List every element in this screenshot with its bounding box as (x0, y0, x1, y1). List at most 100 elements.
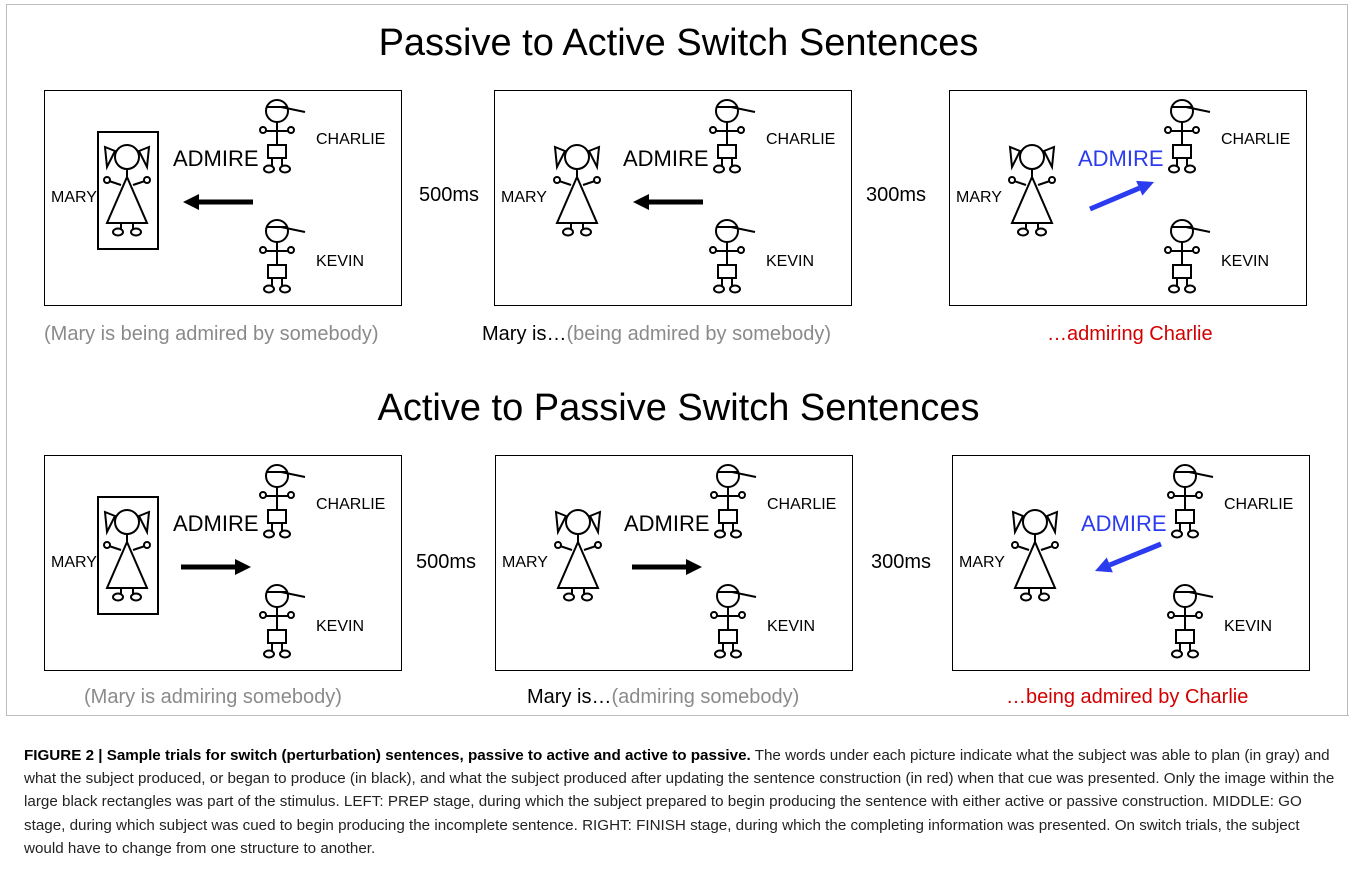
shorts (267, 509, 287, 524)
foot-right (279, 649, 291, 659)
hand-left (553, 176, 561, 184)
arrow-head (183, 194, 199, 210)
cap-visor (280, 106, 306, 113)
produced-caption-1: Mary is…(being admired by somebody) (482, 323, 831, 346)
hand-right (143, 541, 151, 549)
pigtail-right (137, 510, 151, 536)
mary-figure (103, 144, 151, 237)
arm-right (1037, 180, 1051, 186)
arrow-head (686, 559, 702, 575)
mary-label: MARY (502, 554, 548, 571)
arm-left (108, 545, 122, 551)
pigtail-left (554, 510, 568, 536)
cap-visor (731, 471, 757, 478)
head (114, 509, 140, 535)
kevin-figure (710, 584, 757, 659)
pigtail-left (1011, 510, 1025, 536)
pigtail-right (587, 145, 601, 171)
pigtail-right (588, 510, 602, 536)
mary-figure (554, 509, 602, 602)
foot-left (263, 164, 275, 174)
arm-left (559, 545, 573, 551)
kevin-figure (1167, 584, 1214, 659)
head (1019, 144, 1045, 170)
produced-caption-2: Mary is…(admiring somebody) (527, 686, 799, 709)
hand-left (1167, 491, 1175, 499)
pigtail-right (137, 145, 151, 171)
hand-left (709, 126, 717, 134)
hand-right (594, 541, 602, 549)
foot-right (279, 164, 291, 174)
head (1173, 464, 1197, 488)
cap-visor (730, 106, 756, 113)
shorts (1175, 509, 1195, 524)
head (1170, 219, 1194, 243)
shorts (267, 264, 287, 279)
cap-visor (1188, 471, 1214, 478)
charlie-label: CHARLIE (1224, 496, 1293, 513)
cap-visor (1185, 226, 1211, 233)
kevin-figure (709, 219, 756, 294)
mary-label: MARY (959, 554, 1005, 571)
head (265, 219, 289, 243)
direction-arrow (632, 559, 702, 575)
figure-caption-body: The words under each picture indicate wh… (24, 747, 1335, 857)
produced-start-2: Mary is… (527, 686, 612, 708)
foot-right (279, 529, 291, 539)
mary-label: MARY (956, 189, 1002, 206)
kevin-figure (259, 219, 306, 294)
hand-left (259, 126, 267, 134)
head (265, 464, 289, 488)
dress (105, 539, 149, 589)
arm-left (1013, 180, 1027, 186)
charlie-figure (1167, 464, 1214, 539)
hand-right (738, 611, 746, 619)
arrow-shaft (1108, 541, 1162, 568)
delay-300ms-1: 300ms (866, 184, 927, 206)
figure-caption-label: FIGURE 2 | Sample trials for switch (per… (24, 747, 751, 764)
foot-right (1035, 227, 1047, 237)
hand-left (259, 611, 267, 619)
head (564, 144, 590, 170)
foot-right (1187, 529, 1199, 539)
shorts (1172, 264, 1192, 279)
hand-right (287, 611, 295, 619)
kevin-label: KEVIN (316, 253, 364, 270)
foot-right (730, 529, 742, 539)
cap-visor (1188, 591, 1214, 598)
charlie-label: CHARLIE (316, 131, 385, 148)
hand-left (1167, 611, 1175, 619)
mary-figure (553, 144, 601, 237)
shorts (1175, 629, 1195, 644)
kevin-figure (259, 584, 306, 659)
hand-right (738, 491, 746, 499)
foot-right (1038, 592, 1050, 602)
shorts (717, 144, 737, 159)
mary-figure (1011, 509, 1059, 602)
foot-left (563, 592, 575, 602)
arm-right (583, 545, 597, 551)
hand-right (593, 176, 601, 184)
arrow-head (1136, 180, 1154, 196)
foot-left (1168, 284, 1180, 294)
produced-plan-2: (admiring somebody) (611, 686, 800, 708)
cap-visor (1185, 106, 1211, 113)
cap-visor (731, 591, 757, 598)
charlie-figure (1164, 99, 1211, 174)
arm-right (582, 180, 596, 186)
cap-visor (280, 226, 306, 233)
arrow-head (633, 194, 649, 210)
verb-label: ADMIRE (173, 146, 259, 171)
delay-500ms-2: 500ms (416, 551, 477, 573)
mary-figure (103, 509, 151, 602)
hand-left (259, 246, 267, 254)
foot-left (1020, 592, 1032, 602)
shorts (1172, 144, 1192, 159)
pigtail-left (103, 145, 117, 171)
foot-right (1184, 284, 1196, 294)
verb-label: ADMIRE (173, 511, 259, 536)
foot-left (714, 649, 726, 659)
